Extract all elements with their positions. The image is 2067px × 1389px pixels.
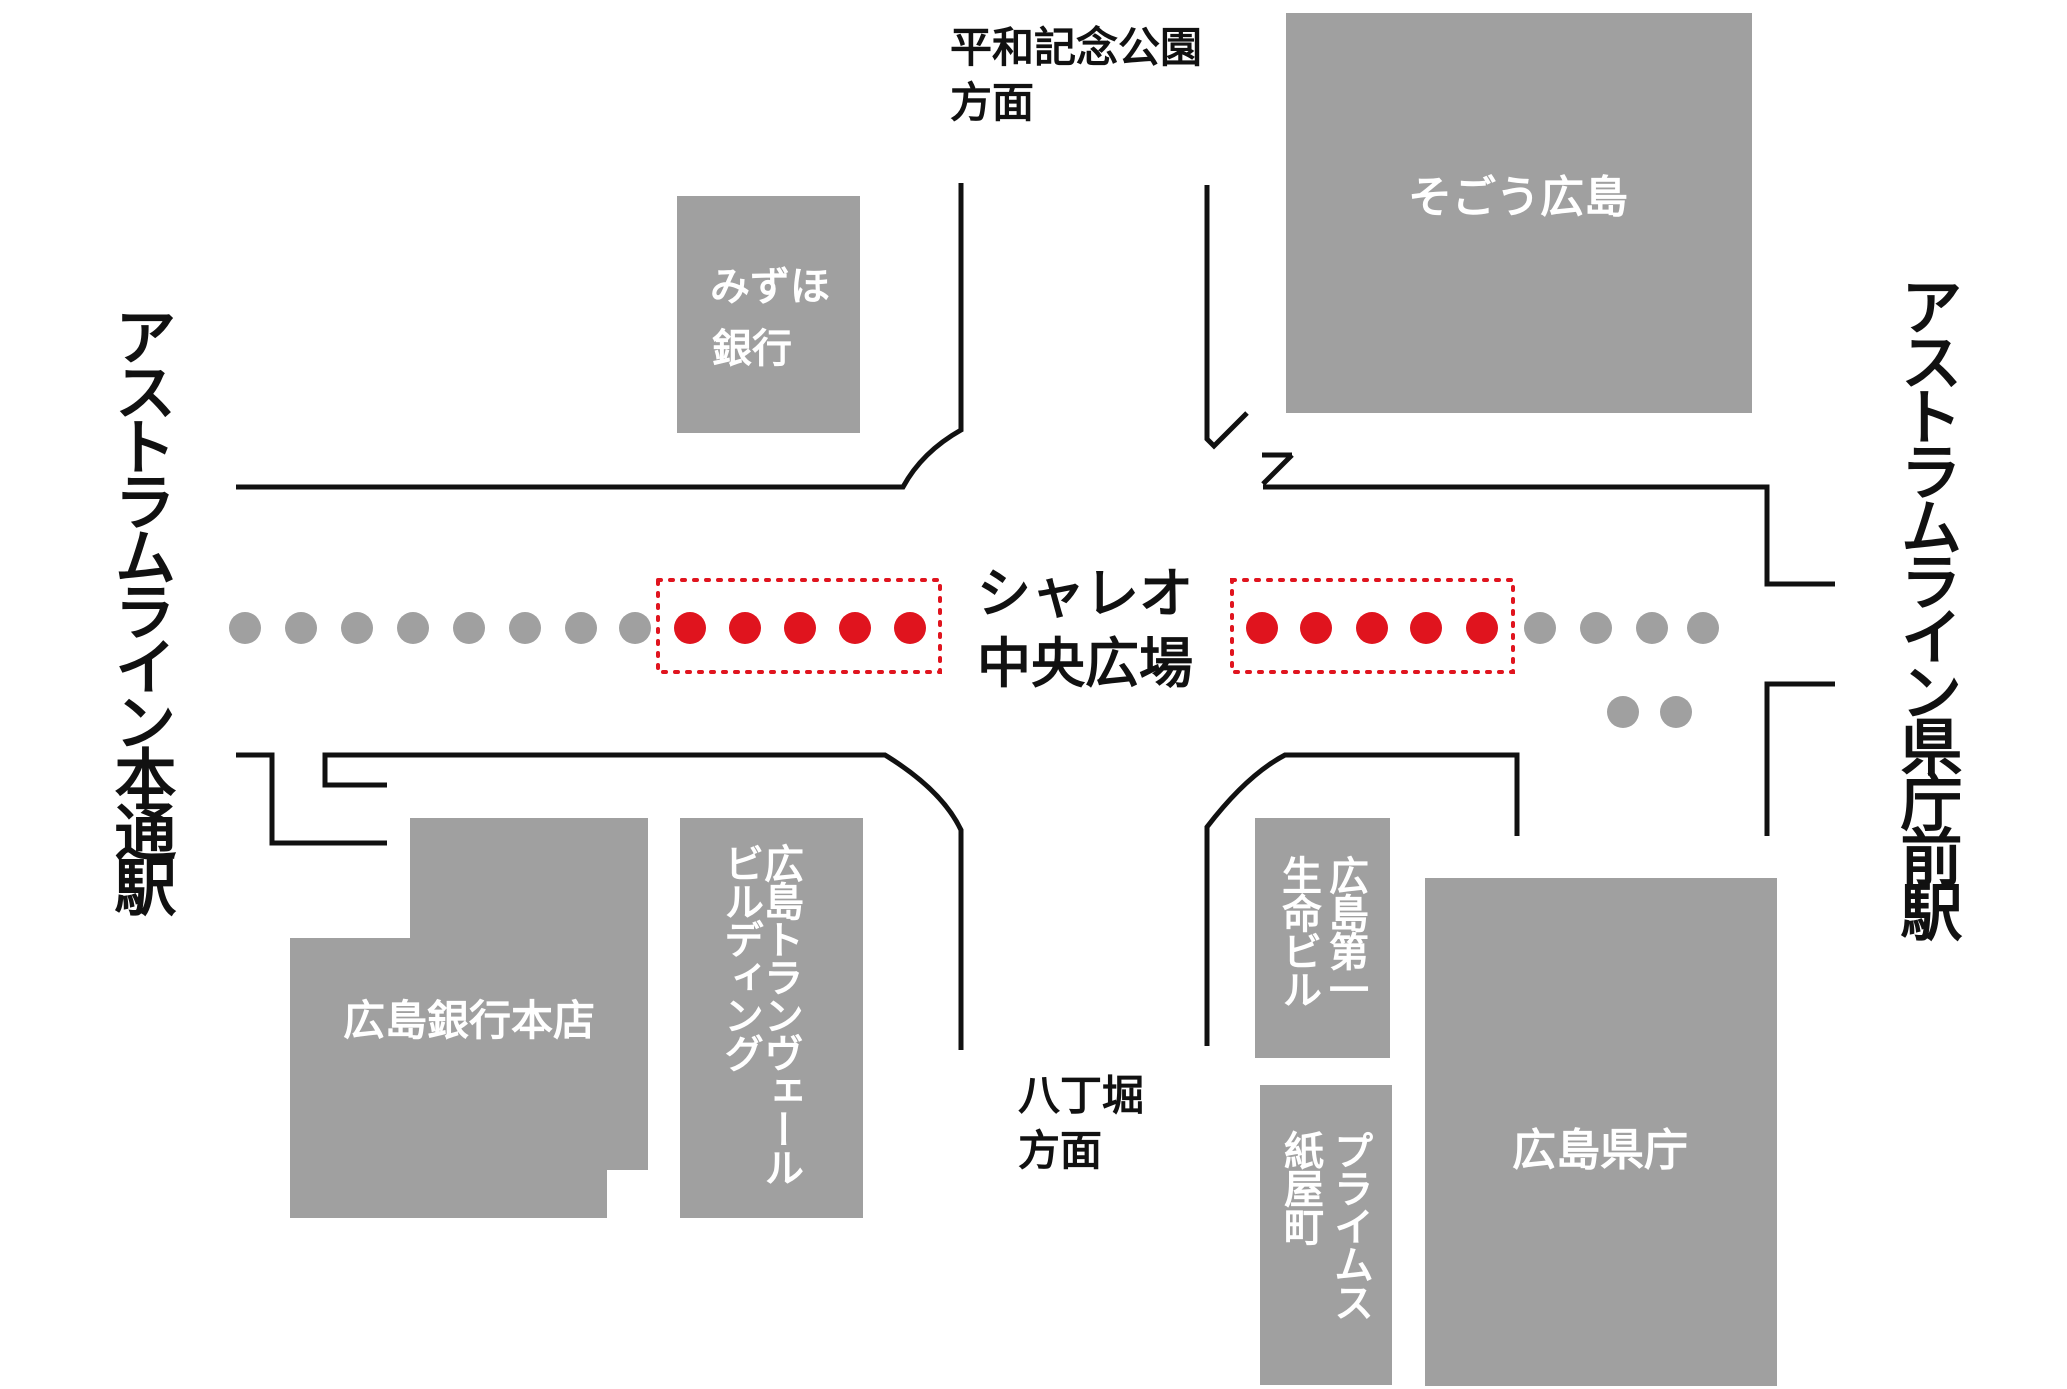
walkway-dot: [1580, 612, 1612, 644]
plaza-dot: [839, 612, 871, 644]
road-east-upper-edge: [1263, 484, 1835, 587]
road-east-lower-edge: [1764, 681, 1835, 836]
walkway-dot: [229, 612, 261, 644]
label-transvert-col1: 広島トランヴェール: [757, 843, 804, 1185]
walkway-dot: [1660, 696, 1692, 728]
label-prefectural-office: 広島県庁: [1512, 1125, 1688, 1176]
highlight-box-west: [656, 578, 942, 674]
station-label-east: アストラムライン県庁前駅: [1890, 275, 1963, 942]
walkway-dot: [1687, 612, 1719, 644]
center-label-line1: シャレオ: [977, 562, 1193, 625]
map-labels: 平和記念公園 方面 八丁堀 方面 シャレオ 中央広場 アストラムライン本通駅 ア…: [104, 23, 1963, 1175]
direction-north-line2: 方面: [950, 78, 1034, 127]
walkway-dot: [565, 612, 597, 644]
plaza-dot: [1410, 612, 1442, 644]
road-south-east-edge: [1204, 752, 1520, 1046]
plaza-dot: [894, 612, 926, 644]
walkway-dot: [509, 612, 541, 644]
plaza-dot: [784, 612, 816, 644]
label-daiichi-col2: 生命ビル: [1275, 855, 1322, 1007]
road-south-west-notch: [322, 752, 964, 1050]
label-daiichi-col1: 広島第一: [1322, 855, 1369, 1007]
building-transvert: [680, 818, 863, 1218]
plaza-dot: [1246, 612, 1278, 644]
station-label-west: アストラムライン本通駅: [104, 305, 177, 917]
building-labels: みずほ 銀行 そごう広島 広島銀行本店 広島トランヴェール ビルディング 広島第…: [343, 172, 1688, 1320]
plaza-dot: [1466, 612, 1498, 644]
direction-south-line2: 方面: [1018, 1126, 1102, 1175]
road-north-east-diagonal: [1261, 453, 1294, 486]
walkway-dot: [397, 612, 429, 644]
label-hiroshima-bank: 広島銀行本店: [343, 996, 595, 1045]
road-south-west-edge: [236, 752, 387, 846]
road-lines: [236, 183, 1835, 1050]
center-label-line2: 中央広場: [977, 632, 1193, 695]
building-primes: [1260, 1085, 1392, 1385]
walkway-dot: [1636, 612, 1668, 644]
label-sogo: そごう広島: [1408, 172, 1628, 223]
walkway-dots: [229, 578, 1719, 728]
building-mizuho-bank: [677, 196, 860, 433]
plaza-dot: [729, 612, 761, 644]
walkway-dot: [341, 612, 373, 644]
walkway-dot: [1607, 696, 1639, 728]
plaza-dot: [1356, 612, 1388, 644]
plaza-dot: [674, 612, 706, 644]
building-daiichi-seimei: [1255, 818, 1390, 1058]
label-mizuho-line1: みずほ: [710, 264, 830, 310]
road-north-west-edge: [236, 183, 964, 490]
plaza-dot: [1300, 612, 1332, 644]
label-mizuho-line2: 銀行: [712, 326, 792, 372]
building-sogo: [1286, 13, 1752, 413]
building-prefectural-office: [1425, 878, 1777, 1386]
label-primes-col1: プライムス: [1327, 1130, 1373, 1320]
walkway-dot: [453, 612, 485, 644]
building-hiroshima-bank: [290, 818, 648, 1218]
buildings: [290, 13, 1777, 1386]
label-primes-col2: 紙屋町: [1277, 1130, 1324, 1246]
walkway-dot: [285, 612, 317, 644]
road-north-east-edge: [1204, 185, 1249, 450]
direction-north-line1: 平和記念公園: [950, 23, 1202, 72]
label-transvert-col2: ビルディング: [717, 843, 763, 1072]
walkway-dot: [619, 612, 651, 644]
walkway-dot: [1524, 612, 1556, 644]
highlight-box-east: [1230, 578, 1515, 674]
direction-south-line1: 八丁堀: [1018, 1071, 1144, 1120]
